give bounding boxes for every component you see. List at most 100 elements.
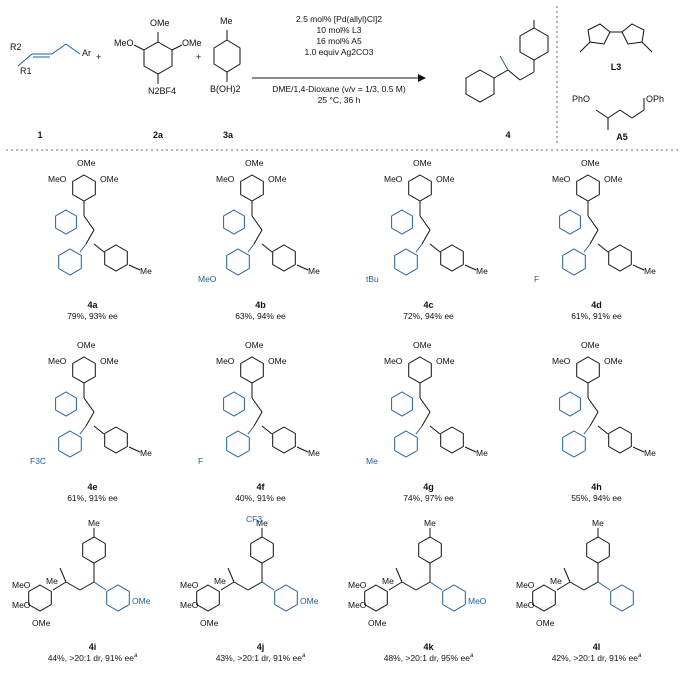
bond (569, 581, 585, 591)
me-label: Me (308, 448, 320, 458)
bond (247, 243, 255, 253)
tolyl-ring (272, 426, 296, 454)
blue-ring (559, 391, 581, 417)
bond (93, 243, 105, 253)
ome-label: OMe (436, 174, 455, 184)
boh2-label: B(OH)2 (210, 84, 241, 94)
substituent-label: F (534, 274, 539, 284)
bond (251, 397, 263, 413)
meo-label: MeO (48, 356, 67, 366)
ome-right: OMe (182, 38, 202, 48)
conditions-below: DME/1,4-Dioxane (v/v = 1/3, 0.5 M) 25 °C… (250, 84, 428, 106)
bond (261, 425, 273, 435)
compound-number-4: 4 (505, 130, 511, 140)
trimethoxyphenyl-ring (240, 174, 264, 202)
compound-1 (17, 43, 81, 67)
me-label: Me (256, 518, 268, 528)
condition-catalyst: 2.5 mol% [Pd(allyl)Cl]2 (296, 14, 382, 24)
ome-label: OMe (436, 356, 455, 366)
blue-aryl-ring (394, 430, 418, 458)
condition-additive: 16 mol% A5 (316, 36, 362, 46)
bond (261, 243, 273, 253)
product-number: 4i (88, 642, 97, 652)
product-number: 4f (256, 482, 265, 492)
substituent-label: tBu (366, 274, 379, 284)
bond (93, 581, 107, 591)
footnote-marker: a (637, 653, 642, 660)
blue-aryl-ring (226, 430, 250, 458)
trimethoxyphenyl-ring (576, 356, 600, 384)
conditions-above: 2.5 mol% [Pd(allyl)Cl]2 10 mol% L3 16 mo… (252, 14, 426, 58)
bond (464, 264, 477, 271)
product-number: 4b (255, 300, 266, 310)
bond (632, 446, 645, 453)
trimethoxyphenyl-ring (408, 356, 432, 384)
tolyl-ring (272, 244, 296, 272)
ome-label: OMe (268, 356, 287, 366)
blue-aryl-ring (394, 248, 418, 276)
tolyl-ring (250, 536, 274, 564)
bond (128, 264, 141, 271)
substituent-label: F (198, 456, 203, 466)
ome-label: OMe (581, 340, 600, 350)
compound-number-3a: 3a (222, 130, 233, 140)
me-label: Me (308, 266, 320, 276)
product-yield: 79%, 93% ee (10, 311, 175, 321)
yield-text: 74%, 97% ee (403, 493, 454, 503)
product-number: 4l (592, 642, 601, 652)
product-number: 4j (256, 642, 265, 652)
product-yield: 44%, >20:1 dr, 91% eea (10, 653, 175, 663)
meo-label: MeO (384, 174, 403, 184)
bond (93, 425, 105, 435)
me-label: Me (140, 266, 152, 276)
ar-label: Ar (82, 48, 91, 58)
yield-text: 61%, 91% ee (67, 493, 118, 503)
tolyl-ring (104, 426, 128, 454)
tolyl-ring (82, 536, 106, 564)
me-label: Me (644, 266, 656, 276)
bond (83, 215, 95, 231)
ome-label: OMe (536, 618, 555, 628)
trimethoxyphenyl-ring (408, 174, 432, 202)
product-number: 4e (87, 482, 98, 492)
bond (429, 425, 441, 435)
blue-ring (391, 391, 413, 417)
yield-text: 63%, 94% ee (235, 311, 286, 321)
bond (589, 411, 599, 427)
bond (583, 425, 591, 435)
compound-number-1: 1 (37, 130, 43, 140)
a5-oph: OPh (646, 94, 665, 104)
bond (296, 264, 309, 271)
bond (415, 243, 423, 253)
meo-label: MeO (552, 356, 571, 366)
blue-aryl-ring (274, 584, 298, 612)
meo-label: MeO (516, 600, 535, 610)
ligand-label: L3 (610, 62, 622, 72)
condition-solvent: DME/1,4-Dioxane (v/v = 1/3, 0.5 M) (272, 84, 406, 94)
trimethoxyphenyl-ring (72, 356, 96, 384)
trimethoxyphenyl-ring (72, 174, 96, 202)
substituent-label: MeO (198, 274, 217, 284)
ome-label: OMe (604, 174, 623, 184)
bond (401, 581, 417, 591)
a5-pho: PhO (572, 94, 591, 104)
condition-ligand: 10 mol% L3 (316, 25, 362, 35)
bond (233, 581, 249, 591)
bond (429, 243, 441, 253)
ome-label: OMe (604, 356, 623, 366)
blue-aryl-ring (58, 430, 82, 458)
yield-text: 55%, 94% ee (571, 493, 622, 503)
compound-number-2a: 2a (152, 130, 163, 140)
bond (59, 567, 67, 583)
n2bf4-label: N2BF4 (148, 86, 177, 96)
bond (419, 397, 431, 413)
meo-label: MeO (348, 600, 367, 610)
blue-ring (391, 209, 413, 235)
ome-label: OMe (413, 158, 432, 168)
bond (296, 446, 309, 453)
product-yield: 55%, 94% ee (514, 493, 679, 503)
r2-label: R2 (10, 42, 22, 52)
yield-text: 79%, 93% ee (67, 311, 118, 321)
ome-label: OMe (413, 340, 432, 350)
